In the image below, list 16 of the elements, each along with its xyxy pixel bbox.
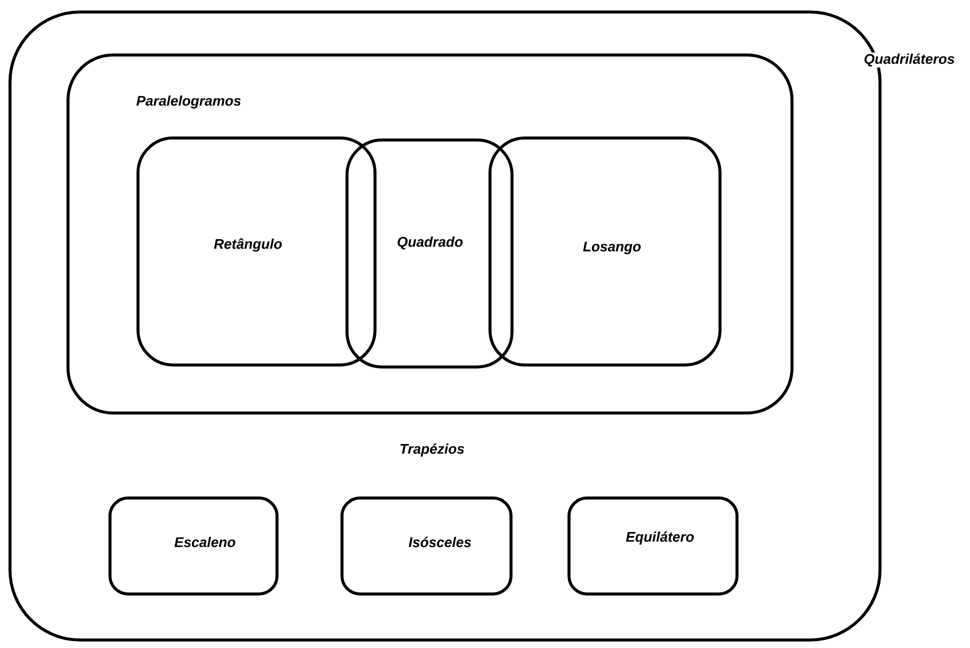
shape-box [108,496,278,596]
heading: Paralelogramos [135,94,242,110]
shape-box [488,136,722,366]
shape-box [340,496,512,596]
group-box [66,54,794,414]
shape-name: Quadrado [396,236,464,250]
group-heading: Trapézios [400,443,464,457]
shape-box [136,136,376,366]
shape-name: Losango [582,240,642,256]
shape-box [568,496,738,596]
shape-name: Isósceles [407,536,473,548]
shape-name: Equilátero [624,530,696,546]
shape-name: Retângulo [212,237,284,253]
heading: Quadriláteros [862,52,956,68]
shape-name: Escaleno [173,536,237,548]
shape-box [346,138,514,368]
